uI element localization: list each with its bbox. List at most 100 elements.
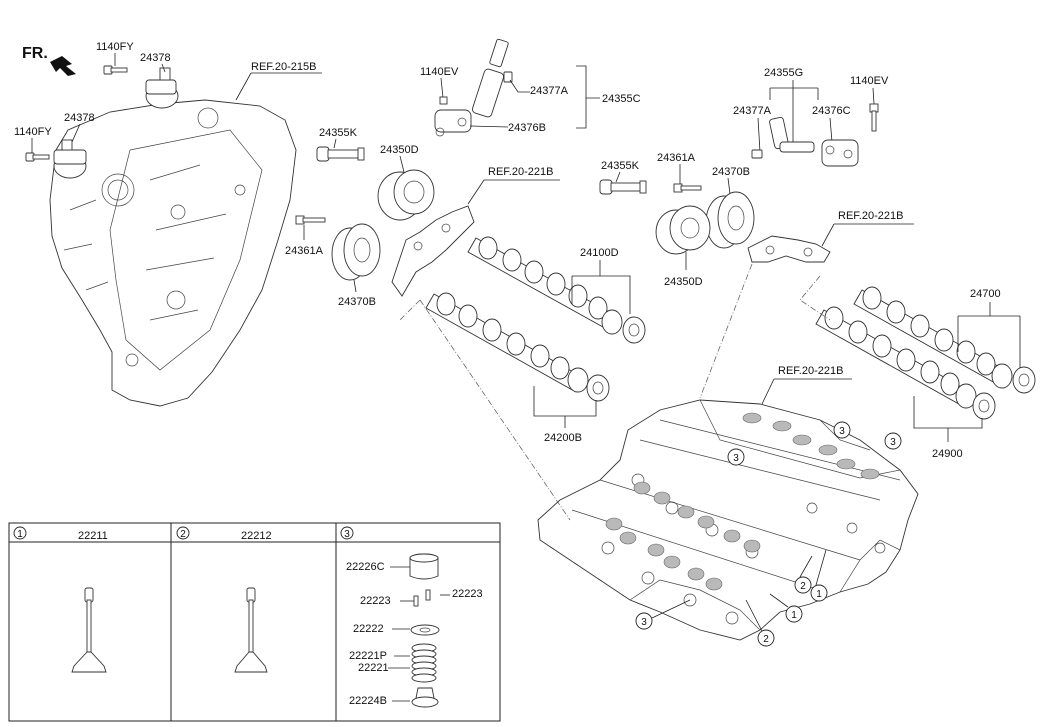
svg-text:3: 3: [641, 617, 647, 628]
svg-text:3: 3: [890, 437, 896, 448]
alignment-line-2: [699, 263, 753, 399]
part-24376B: 24376B: [508, 122, 546, 134]
camshaft-24200b: [425, 292, 589, 393]
ref-head-left-label: REF.20-221B: [488, 166, 553, 178]
bolt-24361a-right: [673, 183, 702, 193]
spring-seat-22222: [410, 624, 440, 636]
table-col1-index: 1: [13, 526, 27, 540]
part-24361A-left: 24361A: [285, 245, 324, 257]
part-1140EV-right: 1140EV: [850, 75, 889, 87]
ref-head-lower-label: REF.20-221B: [778, 365, 843, 377]
cam-bracket-right: [747, 235, 831, 263]
arrow-icon: [50, 56, 76, 76]
bolt-1140fy-lower: [25, 152, 50, 162]
bolt-24355k-left: [316, 146, 365, 162]
cam-position-sensor-lower: [53, 139, 87, 179]
part-24350D-right: 24350D: [664, 276, 703, 288]
part-24378-lower: 24378: [64, 112, 95, 124]
part-22221P: 22221P: [349, 650, 387, 662]
ref-head-right-label: REF.20-221B: [838, 210, 903, 222]
part-22222: 22222: [353, 623, 384, 635]
timing-cover: [49, 99, 297, 407]
exhaust-valve-22212: [234, 587, 268, 673]
bolt-24361a-left: [295, 215, 326, 225]
cam-position-sensor-upper: [145, 67, 179, 109]
part-22226C: 22226C: [346, 561, 385, 573]
svg-text:3: 3: [344, 529, 350, 540]
table-col1-part: 22211: [78, 530, 108, 542]
svg-text:2: 2: [763, 634, 769, 645]
cam-phaser-24350d-right: [655, 205, 711, 255]
alignment-line-1: [419, 299, 571, 521]
part-1140EV-left: 1140EV: [420, 66, 459, 78]
cam-sprocket-24370b-left: [331, 223, 381, 281]
part-1140FY-upper: 1140FY: [96, 41, 134, 53]
camshaft-24900: [815, 306, 977, 409]
part-22221: 22221: [358, 662, 389, 674]
table-col3-index: 3: [340, 526, 354, 540]
part-24900: 24900: [932, 448, 963, 460]
ocv-adapter-right: [821, 139, 859, 167]
cam-sprocket-24370b-right: [705, 191, 755, 249]
part-24370B-right: 24370B: [712, 166, 750, 178]
valve-cotter-right: [425, 589, 431, 601]
part-24370B-left: 24370B: [338, 296, 376, 308]
svg-text:3: 3: [733, 453, 739, 464]
svg-text:1: 1: [791, 610, 797, 621]
orientation-label: FR.: [22, 45, 48, 62]
bolt-1140ev-right: [869, 103, 879, 132]
marker-3-c: 3: [884, 432, 902, 450]
ref-front-cover-label: REF.20-215B: [251, 61, 316, 73]
part-24377A-right: 24377A: [733, 105, 772, 117]
spring-retainer-22226c: [409, 553, 439, 580]
cam-bracket-left: [391, 205, 475, 297]
camshaft-sensor-wheel-lower-right: [972, 392, 996, 420]
part-24100D: 24100D: [580, 247, 619, 259]
bolt-1140ev-left: [439, 96, 448, 105]
camshaft-sensor-wheel-lower-left: [586, 374, 610, 402]
valve-parts-table: [8, 522, 501, 722]
part-24350D-left: 24350D: [380, 144, 419, 156]
oil-control-valve-left: [434, 38, 513, 137]
part-24377A-left: 24377A: [530, 85, 569, 97]
table-col2-index: 2: [176, 526, 190, 540]
svg-text:1: 1: [816, 589, 822, 600]
part-22223-right: 22223: [452, 588, 483, 600]
marker-3-d: 3: [635, 612, 653, 630]
marker-1-a: 1: [810, 584, 828, 602]
svg-text:1: 1: [17, 529, 23, 540]
part-22224B: 22224B: [349, 695, 387, 707]
part-24355C: 24355C: [602, 93, 641, 105]
camshaft-24100d: [467, 236, 623, 335]
marker-2-a: 2: [794, 576, 812, 594]
svg-text:2: 2: [180, 529, 186, 540]
part-24355K-left: 24355K: [319, 127, 358, 139]
camshaft-sensor-wheel-upper-right: [1012, 366, 1036, 394]
cylinder-head: [537, 399, 919, 641]
marker-2-b: 2: [757, 629, 775, 647]
part-22223-left: 22223: [360, 595, 391, 607]
valve-cotter-left: [413, 595, 419, 607]
alignment-line-3: [799, 275, 831, 321]
marker-1-b: 1: [785, 605, 803, 623]
valve-stem-seal-22224b: [411, 687, 439, 708]
cam-phaser-24350d-left: [377, 169, 435, 221]
part-24700: 24700: [970, 288, 1001, 300]
alignment-line-4: [399, 299, 421, 321]
part-24361A-right: 24361A: [657, 152, 696, 164]
intake-valve-22211: [71, 587, 107, 673]
valve-spring-22221: [411, 643, 437, 683]
oil-control-valve-right: [751, 116, 815, 159]
part-24200B: 24200B: [544, 432, 582, 444]
svg-text:2: 2: [800, 581, 806, 592]
table-col2-part: 22212: [241, 530, 272, 542]
bolt-1140fy-upper: [103, 65, 128, 75]
camshaft-sensor-wheel-upper-left: [622, 316, 646, 344]
camshaft-24700: [853, 286, 1013, 389]
marker-3-b: 3: [833, 421, 851, 439]
part-24376C: 24376C: [812, 105, 851, 117]
bolt-24355k-right: [599, 179, 647, 195]
part-24355G: 24355G: [764, 67, 803, 79]
part-24355K-right: 24355K: [601, 160, 640, 172]
